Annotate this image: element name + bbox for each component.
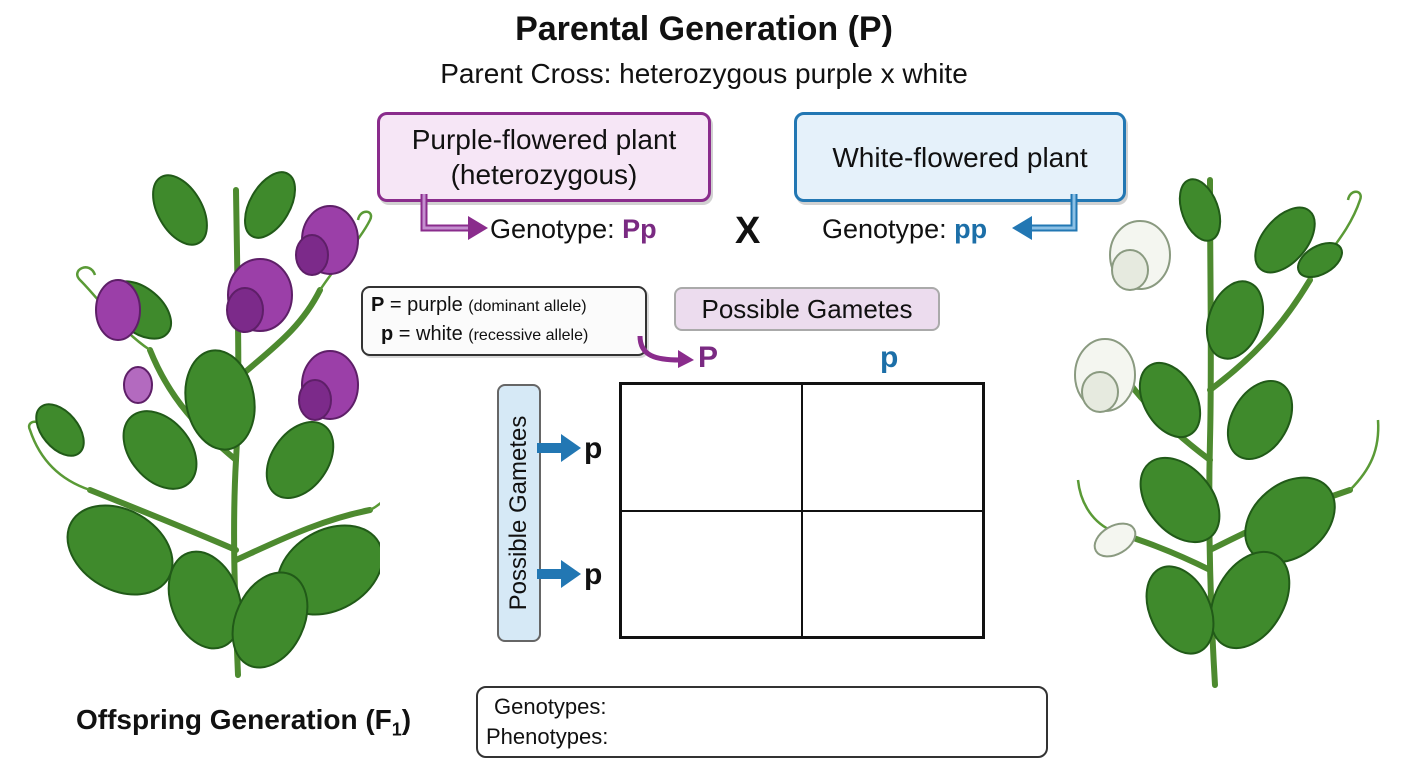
recessive-key-line: p = white (recessive allele) bbox=[381, 320, 588, 349]
offspring-results-box[interactable]: Genotypes: Phenotypes: bbox=[476, 686, 1048, 758]
offspring-generation-label: Offspring Generation (F1) bbox=[76, 704, 411, 741]
white-parent-label: White-flowered plant bbox=[832, 141, 1088, 173]
side-allele-1: p bbox=[584, 432, 603, 465]
dominant-symbol: P bbox=[371, 294, 385, 316]
punnett-cell[interactable] bbox=[621, 510, 802, 637]
offspring-label-subscript: 1 bbox=[391, 719, 402, 740]
side-gametes-label-box: Possible Gametes bbox=[497, 384, 541, 642]
punnett-cell[interactable] bbox=[802, 510, 983, 637]
purple-parent-box: Purple-flowered plant (heterozygous) bbox=[377, 112, 711, 202]
white-genotype-value: pp bbox=[954, 214, 988, 244]
purple-parent-label: Purple-flowered plant bbox=[411, 124, 677, 155]
side-gametes-label: Possible Gametes bbox=[505, 415, 532, 611]
top-allele-1: P bbox=[698, 341, 719, 374]
genotypes-label: Genotypes: bbox=[494, 694, 607, 719]
side-arrow-1-icon bbox=[537, 434, 581, 462]
recessive-text: = white bbox=[393, 323, 469, 345]
page-subtitle: Parent Cross: heterozygous purple x whit… bbox=[440, 58, 968, 89]
page-title: Parental Generation (P) bbox=[515, 10, 893, 48]
white-parent-box: White-flowered plant bbox=[794, 112, 1126, 202]
cross-symbol: X bbox=[735, 210, 761, 252]
dominant-text: = purple bbox=[384, 294, 469, 316]
purple-genotype-arrow-icon bbox=[420, 194, 488, 240]
punnett-square bbox=[619, 382, 985, 639]
purple-genotype-label: Genotype: bbox=[490, 214, 623, 244]
recessive-symbol: p bbox=[381, 323, 394, 345]
allele-key-box: P = purple (dominant allele) p = white (… bbox=[361, 286, 647, 356]
dominant-key-line: P = purple (dominant allele) bbox=[371, 291, 587, 320]
purple-parent-note: (heterozygous) bbox=[450, 159, 638, 190]
offspring-label-end: ) bbox=[401, 704, 412, 735]
recessive-note: (recessive allele) bbox=[468, 327, 589, 344]
side-arrow-2-icon bbox=[537, 560, 581, 588]
phenotypes-label: Phenotypes: bbox=[486, 724, 609, 749]
offspring-label-text: Offspring Generation (F bbox=[76, 704, 392, 735]
punnett-cell[interactable] bbox=[802, 384, 983, 511]
purple-genotype: Genotype: Pp bbox=[490, 214, 657, 245]
purple-pea-plant-illustration bbox=[27, 171, 380, 678]
white-genotype: Genotype: pp bbox=[822, 214, 987, 245]
white-pea-plant-illustration bbox=[1074, 177, 1380, 688]
white-genotype-label: Genotype: bbox=[822, 214, 955, 244]
top-allele-2: p bbox=[880, 341, 899, 374]
dominant-note: (dominant allele) bbox=[468, 298, 587, 315]
side-allele-2: p bbox=[584, 558, 603, 591]
punnett-cell[interactable] bbox=[621, 384, 802, 511]
purple-genotype-value: Pp bbox=[622, 214, 657, 244]
white-genotype-arrow-icon bbox=[1012, 194, 1078, 240]
key-arrow-icon bbox=[637, 336, 694, 368]
top-gametes-label: Possible Gametes bbox=[674, 287, 940, 331]
